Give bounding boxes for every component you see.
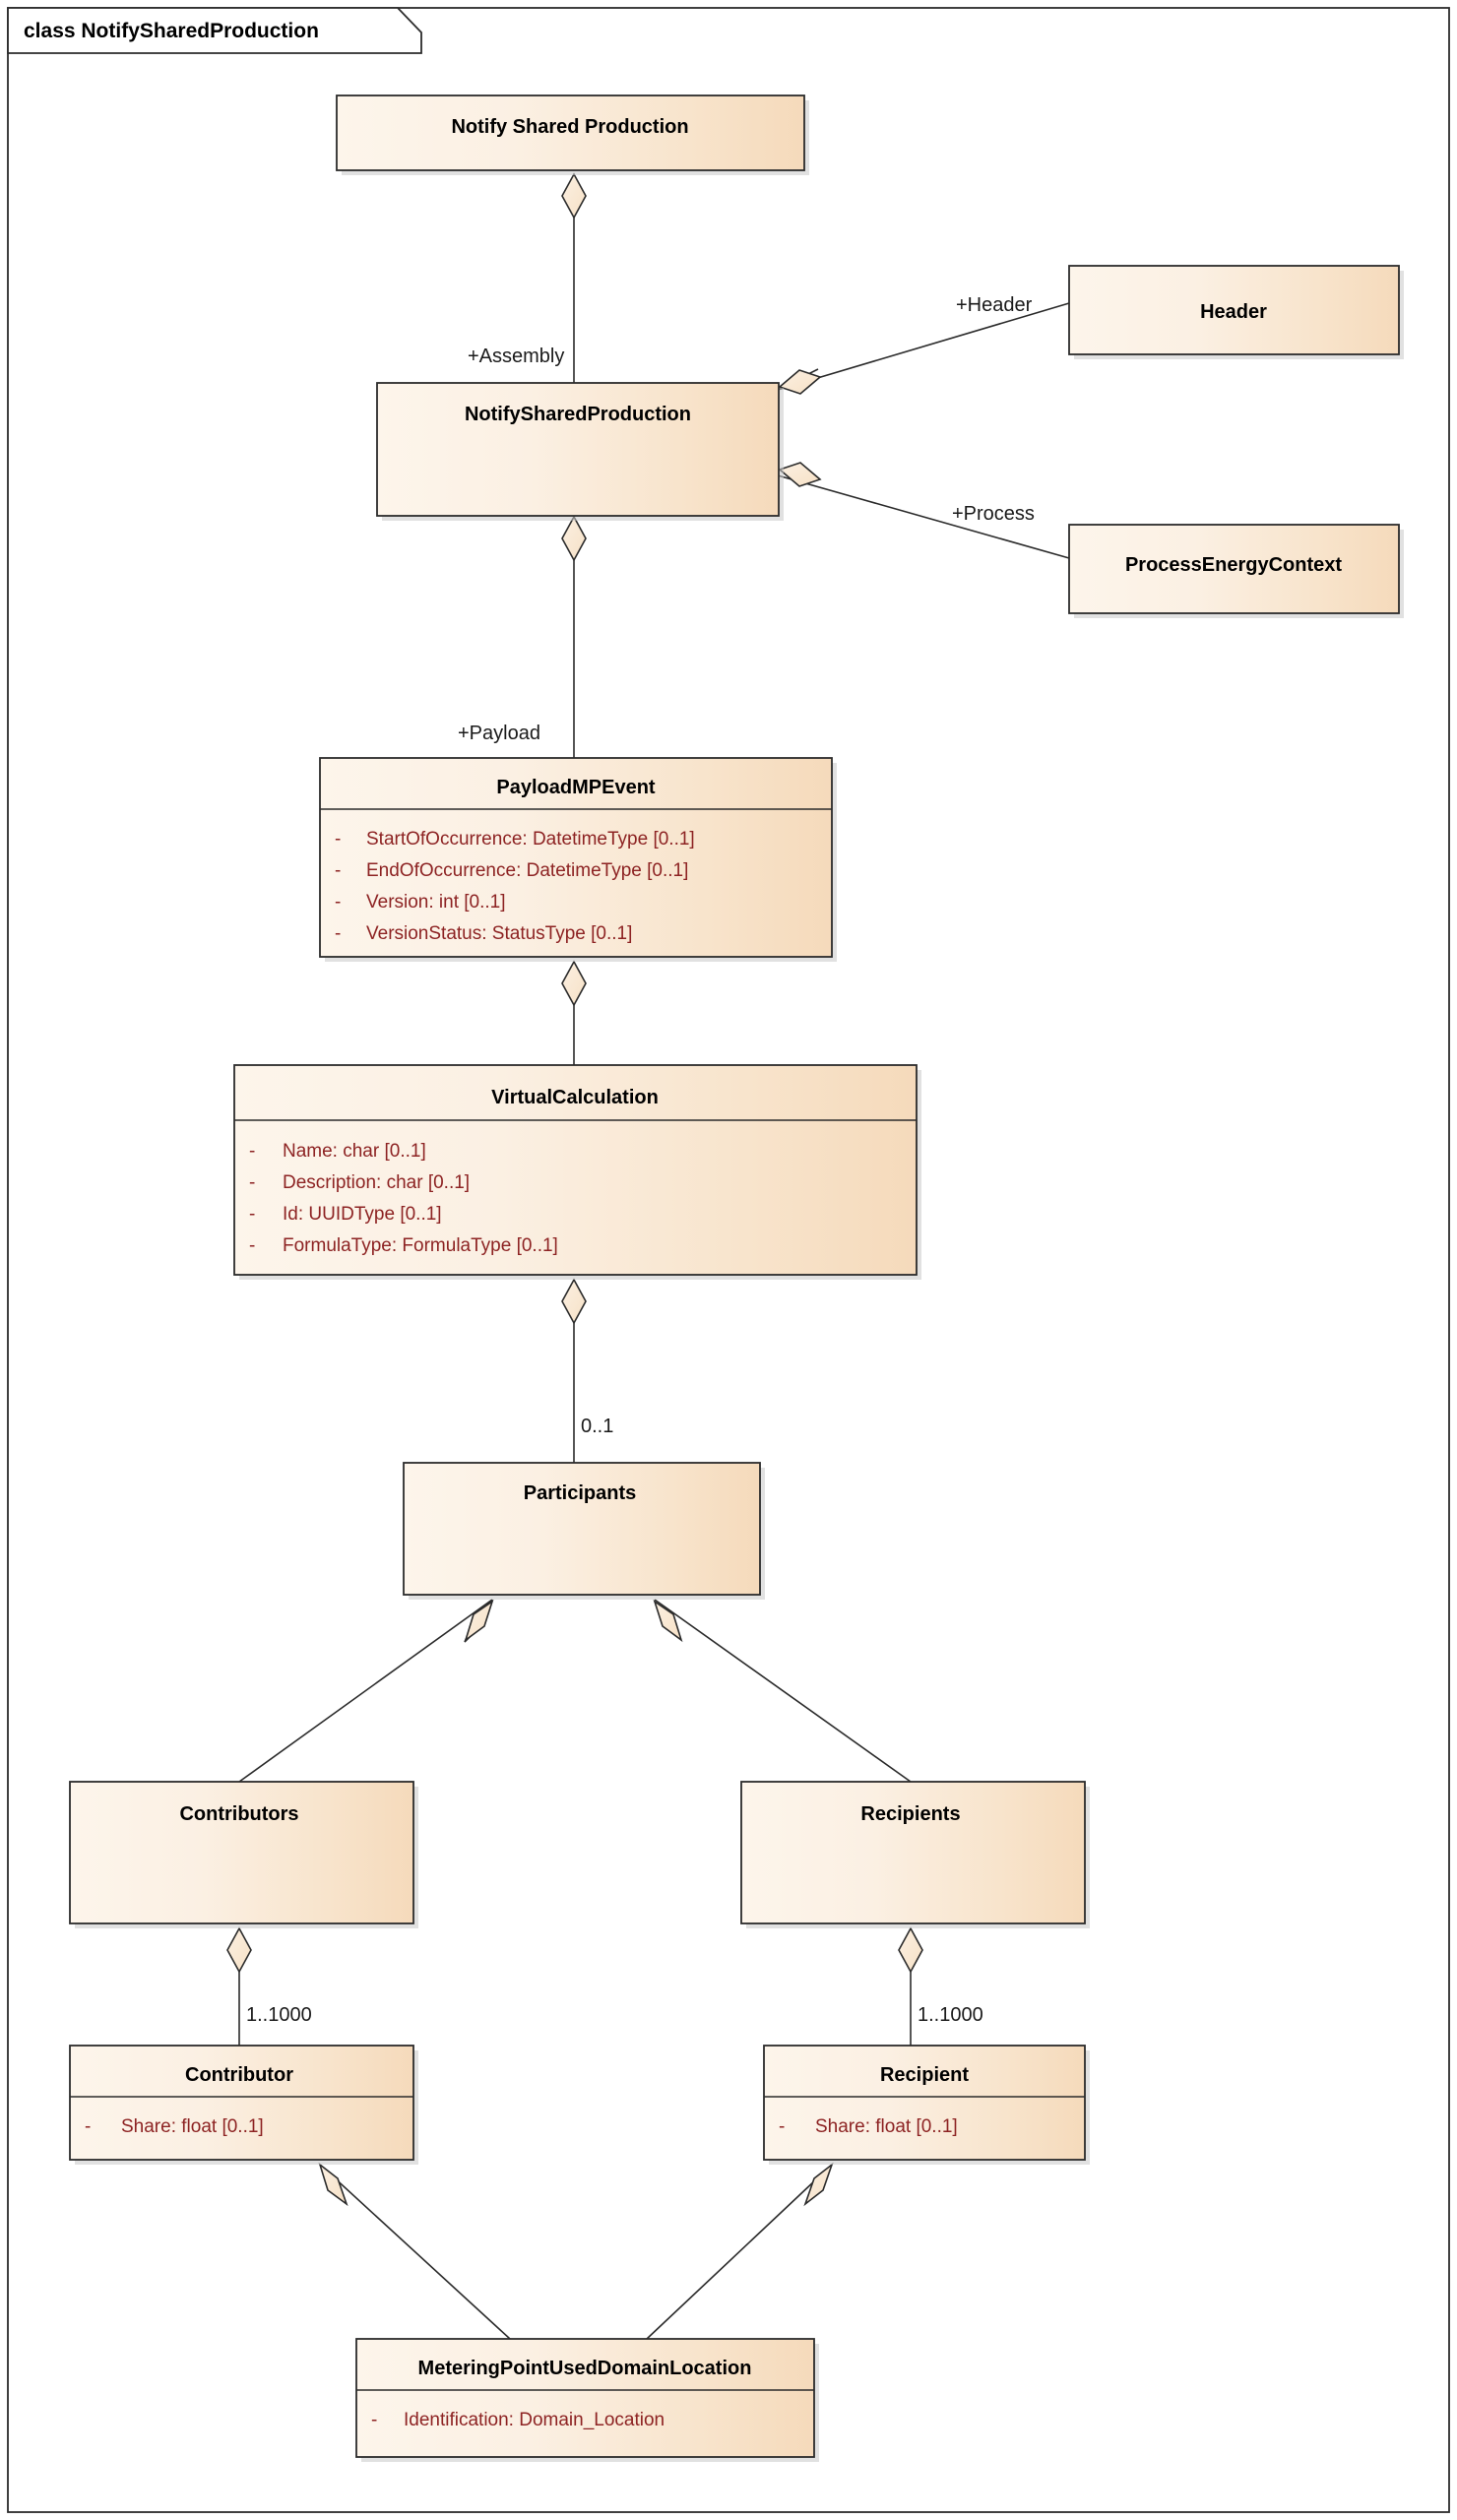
attribute-text: FormulaType: FormulaType [0..1] [283,1235,558,1256]
edge-contributor: 1..1000 [226,1926,312,2046]
class-title: ProcessEnergyContext [1125,554,1342,576]
attribute-visibility: - [249,1204,255,1225]
attribute-visibility: - [335,860,341,881]
attribute-text: Share: float [0..1] [121,2116,264,2137]
class-title: Header [1200,301,1267,323]
class-title: PayloadMPEvent [496,777,656,798]
attribute-visibility: - [249,1141,255,1162]
class-payload-mp-event[interactable]: PayloadMPEvent - StartOfOccurrence: Date… [319,757,837,962]
attribute-visibility: - [249,1172,255,1193]
class-title: Recipients [860,1803,960,1825]
edge-contributor-label: 1..1000 [246,2004,312,2026]
attribute-text: Share: float [0..1] [815,2116,958,2137]
attribute-text: EndOfOccurrence: DatetimeType [0..1] [366,860,688,881]
edge-virtualcalculation [561,960,587,1065]
edge-payload: +Payload [458,515,587,758]
edge-recipient: 1..1000 [898,1926,983,2046]
class-title: Contributors [179,1803,298,1825]
class-virtual-calculation[interactable]: VirtualCalculation - Name: char [0..1] -… [233,1064,921,1280]
class-contributors[interactable]: Contributors [69,1781,418,1928]
attribute-visibility: - [371,2410,377,2430]
attribute-visibility: - [335,829,341,850]
attribute-text: StartOfOccurrence: DatetimeType [0..1] [366,829,695,850]
edge-contributors [238,1599,494,1783]
attribute-text: Name: char [0..1] [283,1141,426,1162]
edge-recipients [653,1599,912,1783]
class-recipients[interactable]: Recipients [740,1781,1090,1928]
class-title: Notify Shared Production [451,116,688,138]
attribute-visibility: - [335,892,341,913]
edge-contributor-mp [318,2162,511,2340]
attribute-visibility: - [249,1235,255,1256]
class-header[interactable]: Header [1068,265,1404,359]
class-process-energy-context[interactable]: ProcessEnergyContext [1068,524,1404,618]
attribute-visibility: - [335,923,341,944]
class-title: NotifySharedProduction [465,404,691,425]
class-participants[interactable]: Participants [403,1462,765,1600]
class-title: MeteringPointUsedDomainLocation [418,2358,752,2379]
edge-participants-label: 0..1 [581,1416,613,1437]
attribute-text: Identification: Domain_Location [404,2410,665,2430]
class-recipient[interactable]: Recipient - Share: float [0..1] [763,2045,1090,2165]
class-contributor[interactable]: Contributor - Share: float [0..1] [69,2045,418,2165]
class-title: Participants [524,1482,636,1504]
edge-participants: 0..1 [561,1278,613,1463]
attribute-text: VersionStatus: StatusType [0..1] [366,923,632,944]
edge-process: +Process [777,462,1070,559]
class-title: Contributor [185,2064,293,2086]
edge-header-label: +Header [956,294,1033,316]
class-metering-point-used-domain-location[interactable]: MeteringPointUsedDomainLocation - Identi… [355,2338,819,2462]
attribute-text: Id: UUIDType [0..1] [283,1204,442,1225]
edge-assembly: +Assembly [468,172,587,383]
frame-title: class NotifySharedProduction [24,20,319,42]
class-title: Recipient [880,2064,969,2086]
class-notify-shared-production[interactable]: NotifySharedProduction [376,382,784,521]
edge-process-label: +Process [952,503,1035,525]
edge-assembly-label: +Assembly [468,346,564,367]
attribute-text: Version: int [0..1] [366,892,506,913]
edge-recipient-mp [646,2162,834,2340]
edge-recipient-label: 1..1000 [918,2004,983,2026]
attribute-text: Description: char [0..1] [283,1172,470,1193]
edge-payload-label: +Payload [458,723,540,744]
attribute-visibility: - [85,2116,91,2137]
class-notify-shared-production-ui[interactable]: Notify Shared Production [336,94,809,175]
edge-header: +Header [777,294,1070,395]
attribute-visibility: - [779,2116,785,2137]
class-title: VirtualCalculation [491,1087,659,1108]
